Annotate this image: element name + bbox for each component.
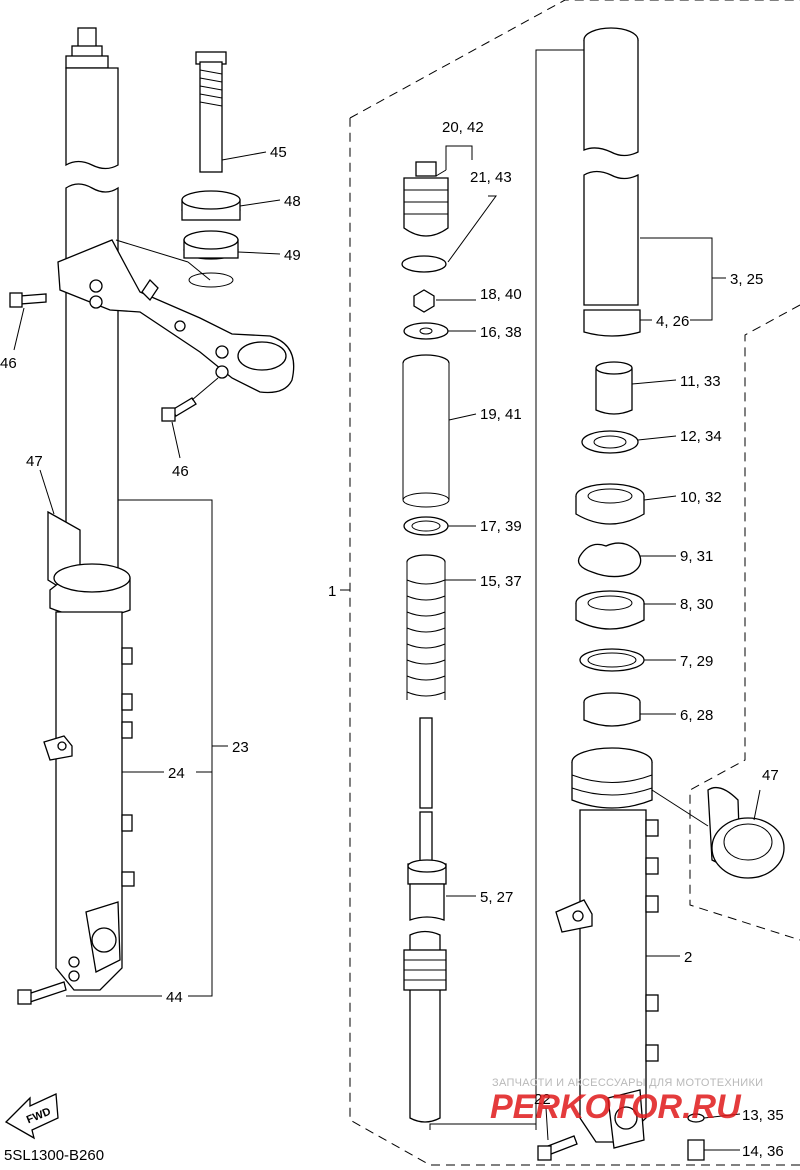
leader-lines (13, 49, 761, 1151)
callout-6-28: 6, 28 (680, 707, 713, 724)
fwd-arrow-icon (4, 1093, 59, 1140)
callout-46-lower: 46 (172, 463, 189, 480)
callout-22: 22 (534, 1091, 551, 1108)
callout-48: 48 (284, 193, 301, 210)
callout-21-43: 21, 43 (470, 169, 512, 186)
callout-45: 45 (270, 144, 287, 161)
callout-13-35: 13, 35 (742, 1107, 784, 1124)
callout-3-25: 3, 25 (730, 271, 763, 288)
callout-24: 24 (168, 765, 185, 782)
assembly-boundary-dashed (349, 0, 800, 1166)
internal-parts-illustration (401, 161, 450, 1123)
callout-4-26: 4, 26 (656, 313, 689, 330)
callout-12-34: 12, 34 (680, 428, 722, 445)
diagram-code: 5SL1300-B260 (4, 1147, 104, 1164)
outer-tube-illustration (537, 27, 785, 1161)
callout-23: 23 (232, 739, 249, 756)
callout-17-39: 17, 39 (480, 518, 522, 535)
callout-9-31: 9, 31 (680, 548, 713, 565)
callout-46-left: 46 (0, 355, 17, 372)
callout-1: 1 (328, 583, 336, 600)
watermark-tagline: ЗАПЧАСТИ И АКСЕССУАРЫ ДЛЯ МОТОТЕХНИКИ (492, 1077, 763, 1089)
assembled-fork-illustration (9, 27, 295, 1005)
callout-2: 2 (684, 949, 692, 966)
callout-15-37: 15, 37 (480, 573, 522, 590)
callout-11-33: 11, 33 (680, 373, 721, 390)
callout-47-left: 47 (26, 453, 43, 470)
callout-14-36: 14, 36 (742, 1143, 784, 1160)
callout-18-40: 18, 40 (480, 286, 522, 303)
watermark-logo-text: PERKOTOR.RU (490, 1088, 742, 1126)
callout-16-38: 16, 38 (480, 324, 522, 341)
callout-10-32: 10, 32 (680, 489, 722, 506)
callout-5-27: 5, 27 (480, 889, 513, 906)
callout-49: 49 (284, 247, 301, 264)
callout-44: 44 (166, 989, 183, 1006)
callout-7-29: 7, 29 (680, 653, 713, 670)
callout-19-41: 19, 41 (480, 406, 522, 423)
callout-8-30: 8, 30 (680, 596, 713, 613)
callout-47-right: 47 (762, 767, 779, 784)
callout-20-42: 20, 42 (442, 119, 484, 136)
